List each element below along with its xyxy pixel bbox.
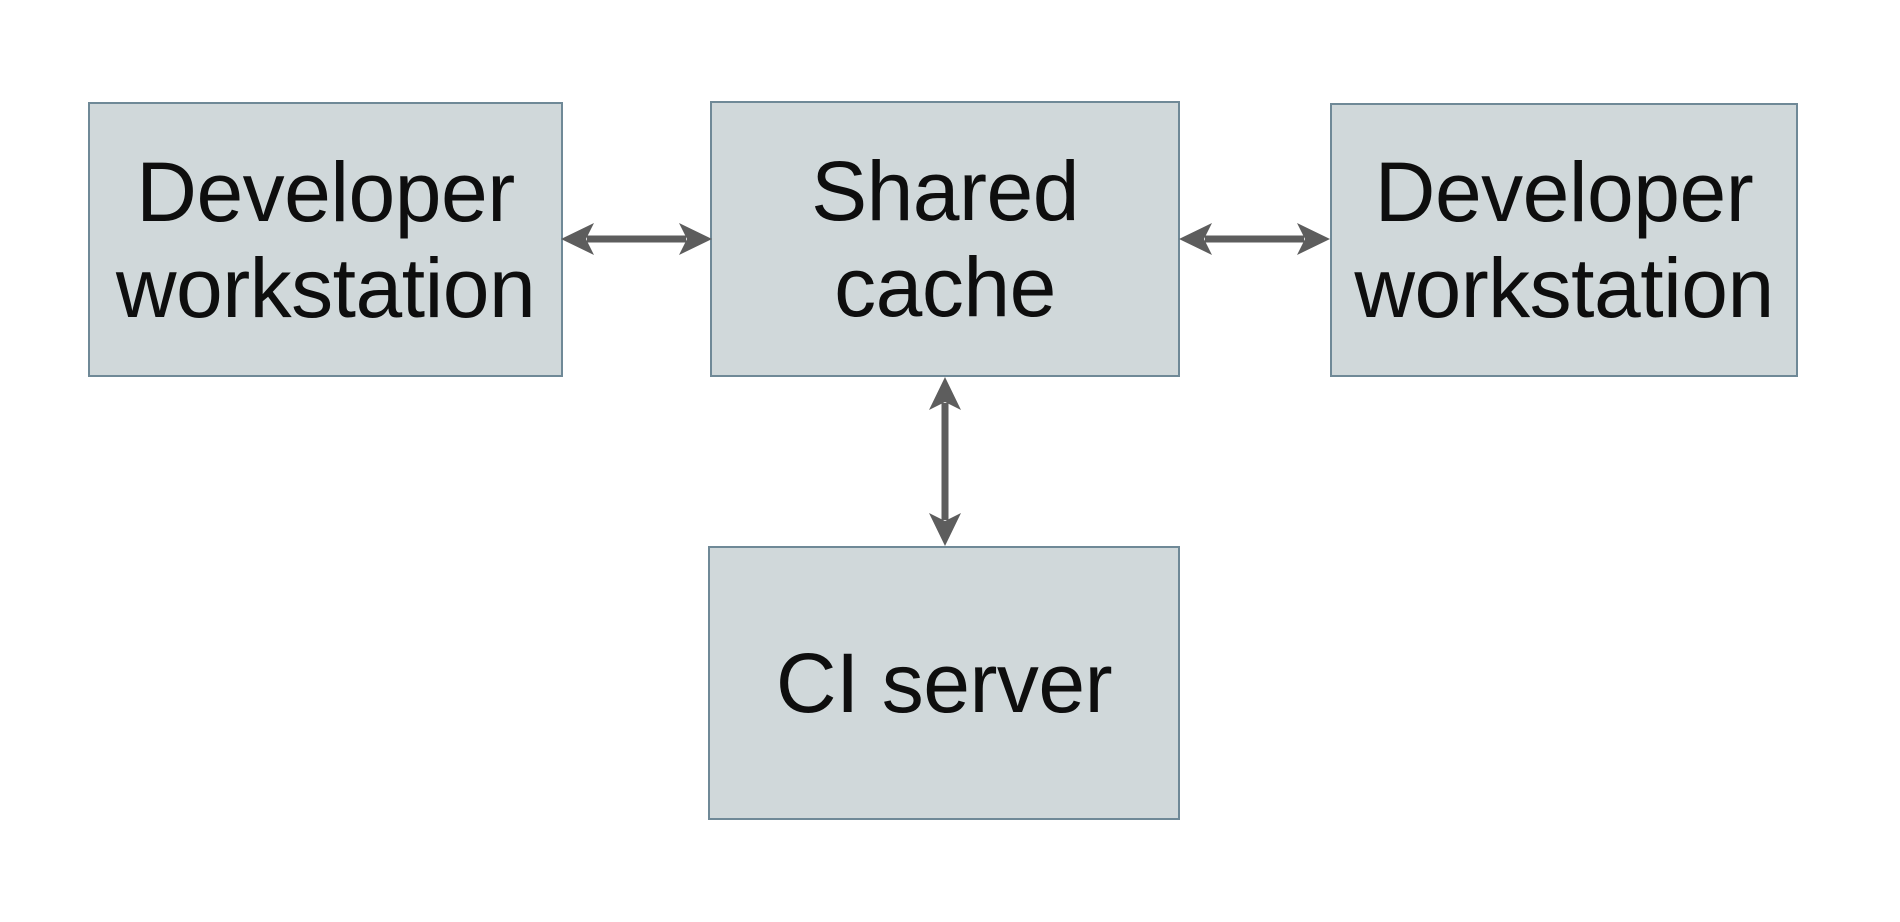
double-arrow-left-workstation-cache: [561, 220, 712, 258]
node-developer-workstation-left: Developer workstation: [88, 102, 563, 377]
double-arrow-cache-right-workstation: [1179, 220, 1330, 258]
double-arrow-cache-ci-server: [926, 377, 964, 546]
double-arrow-icon: [929, 377, 961, 546]
node-label: Developer workstation: [115, 144, 536, 336]
double-arrow-icon: [1179, 223, 1330, 255]
node-label-line: CI server: [775, 636, 1113, 730]
node-ci-server: CI server: [708, 546, 1180, 820]
node-label-line: cache: [834, 240, 1056, 334]
node-label-line: Developer: [136, 144, 515, 239]
node-label-line: Shared: [811, 144, 1079, 238]
node-developer-workstation-right: Developer workstation: [1330, 103, 1798, 377]
node-label-line: Developer: [1374, 145, 1754, 239]
double-arrow-icon: [561, 223, 712, 255]
node-label-line: workstation: [1354, 241, 1774, 335]
node-label: Shared cache: [811, 143, 1079, 335]
node-label: Developer workstation: [1354, 144, 1774, 336]
node-label-line: workstation: [115, 240, 536, 335]
node-label: CI server: [775, 635, 1113, 731]
node-shared-cache: Shared cache: [710, 101, 1180, 377]
